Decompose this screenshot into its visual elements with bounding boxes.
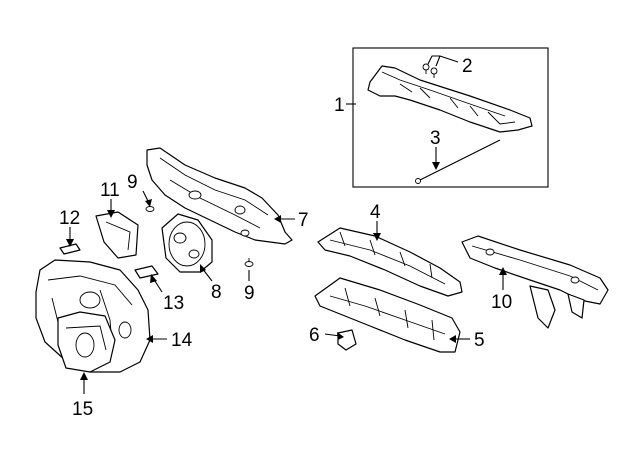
callout-9-lower: 9 <box>244 283 255 304</box>
part-3-rod[interactable] <box>415 139 501 184</box>
callout-8: 8 <box>211 282 222 303</box>
callout-4: 4 <box>370 202 381 223</box>
callout-3: 3 <box>430 128 441 149</box>
callout-9-upper: 9 <box>127 172 138 193</box>
part-1-cowl-panel[interactable] <box>367 65 533 133</box>
part-2-clips[interactable] <box>422 63 438 78</box>
part-6-bracket[interactable] <box>337 329 357 351</box>
callout-6: 6 <box>309 325 320 346</box>
callout-14: 14 <box>171 330 193 351</box>
callout-7: 7 <box>298 210 309 231</box>
callout-11: 11 <box>100 180 120 201</box>
callout-13: 13 <box>163 293 184 314</box>
part-13-pad[interactable] <box>134 265 159 279</box>
part-10-cross-member[interactable] <box>461 235 609 329</box>
part-15-lower-insulator[interactable] <box>57 311 116 373</box>
part-9-grommet-upper[interactable] <box>145 206 155 212</box>
part-8-insulator-pad[interactable] <box>161 213 213 273</box>
callout-12: 12 <box>59 208 80 229</box>
part-7-dash-insulator[interactable] <box>146 147 293 245</box>
callout-2: 2 <box>462 56 473 77</box>
callout-1: 1 <box>334 95 345 116</box>
callout-15: 15 <box>72 399 93 420</box>
leader-lines <box>66 55 507 394</box>
part-11-panel[interactable] <box>95 211 139 259</box>
callout-5: 5 <box>474 330 485 351</box>
detail-inset-frame <box>352 47 549 188</box>
callout-10: 10 <box>491 292 512 313</box>
part-5-cowl-lower[interactable] <box>314 277 461 353</box>
part-9-grommet-lower[interactable] <box>244 258 254 267</box>
